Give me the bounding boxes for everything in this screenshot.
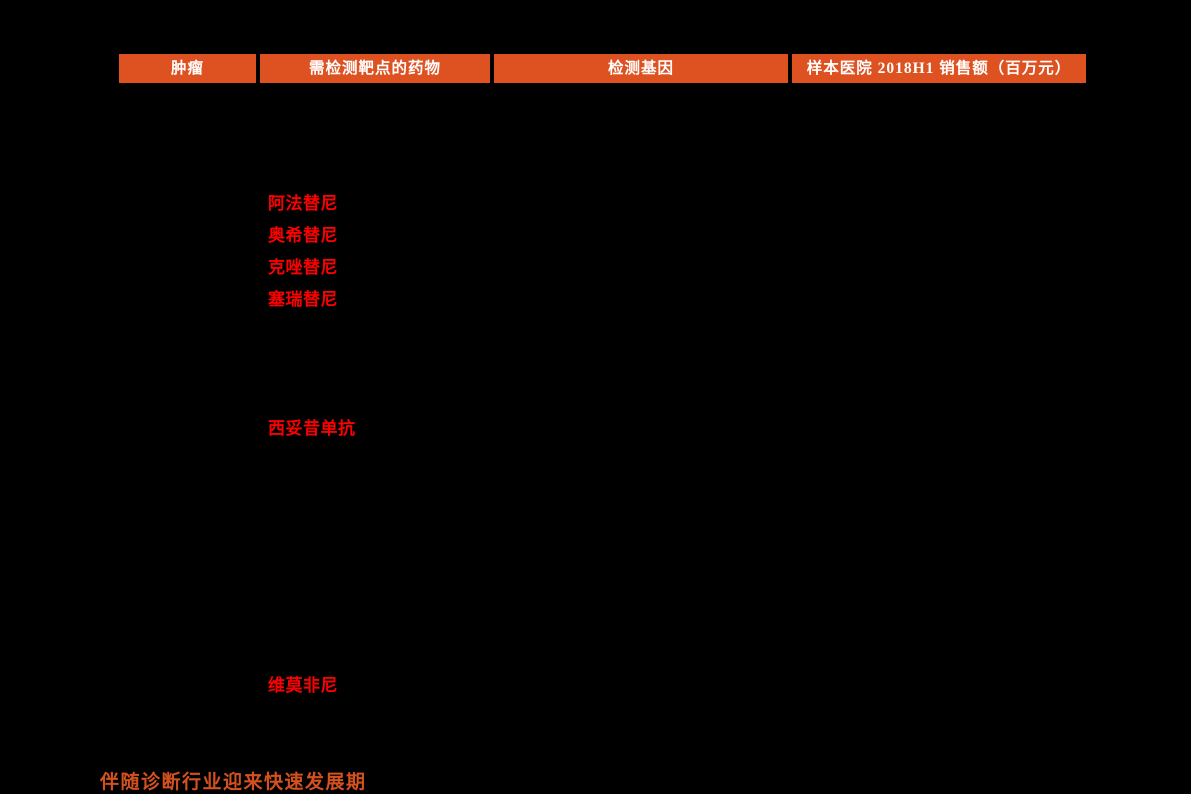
bottom-clipped-heading: 伴随诊断行业迎来快速发展期 [100, 772, 367, 793]
drug-name-crizotinib: 克唑替尼 [268, 258, 338, 277]
table-header-sample-hospital-sales: 样本医院 2018H1 销售额（百万元） [792, 54, 1086, 83]
drug-name-afatinib: 阿法替尼 [268, 194, 338, 213]
drug-name-cetuximab: 西妥昔单抗 [268, 419, 356, 438]
table-header-drugs-to-test: 需检测靶点的药物 [260, 54, 490, 83]
drug-name-osimertinib: 奥希替尼 [268, 226, 338, 245]
drug-name-ceritinib: 塞瑞替尼 [268, 290, 338, 309]
table-header-test-genes: 检测基因 [494, 54, 788, 83]
drug-name-vemurafenib: 维莫非尼 [268, 676, 338, 695]
table-header-tumor: 肿瘤 [119, 54, 256, 83]
report-page: { "table": { "columns": [ "肿瘤", "需检测靶点的药… [100, 54, 1086, 793]
